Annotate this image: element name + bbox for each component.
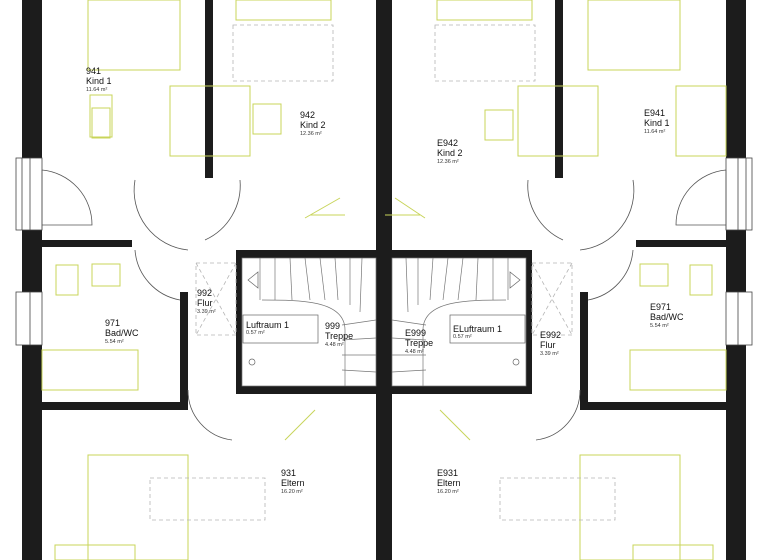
room-941: 941 Kind 1 11.64 m²: [86, 66, 112, 93]
walls: [22, 0, 746, 560]
room-name: Flur: [540, 340, 556, 351]
room-number: 931: [281, 468, 297, 478]
room-971: 971 Bad/WC 5.54 m²: [105, 318, 139, 345]
room-name: Kind 2: [437, 148, 463, 159]
room-area: 11.64 m²: [86, 86, 108, 93]
room-number: E999: [405, 328, 427, 338]
room-name: Kind 1: [86, 76, 112, 87]
room-E999: E999 Treppe 4.48 m²: [405, 328, 433, 355]
room-number: 942: [300, 110, 316, 120]
room-luftraum-1: Luftraum 1 0.57 m²: [246, 320, 289, 337]
room-area: 5.54 m²: [650, 322, 669, 329]
room-area: 0.57 m²: [246, 330, 265, 337]
room-number: E992: [540, 330, 562, 340]
room-area: 12.36 m²: [300, 130, 322, 137]
room-number: E971: [650, 302, 672, 312]
room-number: 992: [197, 288, 213, 298]
room-area: 4.48 m²: [325, 341, 344, 348]
room-E941: E941 Kind 1 11.64 m²: [644, 108, 670, 135]
stairs: [241, 257, 527, 387]
room-942: 942 Kind 2 12.36 m²: [300, 110, 326, 137]
room-999: 999 Treppe 4.48 m²: [325, 321, 353, 348]
room-area: 0.57 m²: [453, 334, 472, 341]
room-area: 3.39 m²: [540, 350, 559, 357]
room-area: 4.48 m²: [405, 348, 424, 355]
room-name: Eltern: [281, 478, 305, 489]
room-name: Flur: [197, 298, 213, 309]
room-name: Luftraum 1: [246, 320, 290, 330]
room-area: 12.36 m²: [437, 158, 459, 165]
room-name: Kind 2: [300, 120, 326, 131]
room-eluftraum-1: ELuftraum 1 0.57 m²: [453, 324, 502, 341]
room-name: Treppe: [405, 338, 434, 349]
furniture: [41, 0, 727, 560]
room-name: Bad/WC: [650, 312, 684, 323]
room-number: 971: [105, 318, 121, 328]
room-area: 3.39 m²: [197, 308, 216, 315]
room-E971: E971 Bad/WC 5.54 m²: [650, 302, 684, 329]
room-992: 992 Flur 3.39 m²: [197, 288, 216, 315]
room-E942: E942 Kind 2 12.36 m²: [437, 138, 463, 165]
room-name: Kind 1: [644, 118, 670, 129]
room-area: 16.20 m²: [281, 488, 303, 495]
room-number: E942: [437, 138, 459, 148]
room-area: 5.54 m²: [105, 338, 124, 345]
room-name: Eltern: [437, 478, 461, 489]
room-number: E931: [437, 468, 459, 478]
room-931: 931 Eltern 16.20 m²: [281, 468, 305, 495]
windows: [15, 157, 753, 346]
room-name: Treppe: [325, 331, 354, 342]
room-E931: E931 Eltern 16.20 m²: [437, 468, 461, 495]
room-number: 999: [325, 321, 341, 331]
room-number: E941: [644, 108, 666, 118]
room-E992: E992 Flur 3.39 m²: [540, 330, 561, 357]
room-name: ELuftraum 1: [453, 324, 503, 334]
room-area: 11.64 m²: [644, 128, 666, 135]
room-area: 16.20 m²: [437, 488, 459, 495]
room-name: Bad/WC: [105, 328, 139, 339]
luftraum-boxes: [195, 262, 573, 344]
doors: [41, 169, 727, 441]
room-number: 941: [86, 66, 102, 76]
